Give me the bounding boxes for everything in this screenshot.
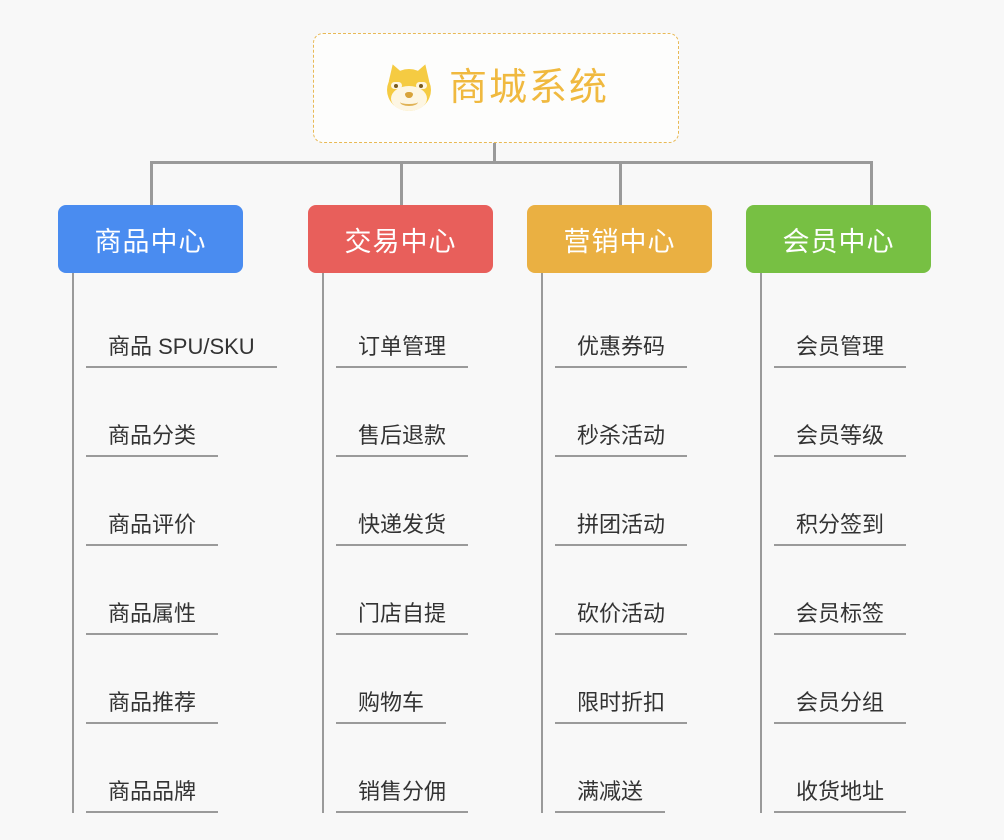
category-header-label: 交易中心 — [344, 226, 457, 257]
leaf-label: 砍价活动 — [555, 600, 688, 635]
root-title: 商城系统 — [448, 67, 609, 109]
leaf-label: 收货地址 — [774, 778, 907, 813]
category-header-member[interactable]: 会员中心 — [746, 205, 931, 273]
list-item[interactable]: 会员标签 — [762, 546, 966, 635]
connector-drop-3 — [619, 161, 622, 205]
leaf-label: 商品品牌 — [86, 778, 219, 813]
leaf-label: 限时折扣 — [555, 689, 688, 724]
category-header-label: 商品中心 — [94, 226, 207, 257]
list-item[interactable]: 秒杀活动 — [543, 368, 747, 457]
leaf-list-trade: 订单管理 售后退款 快递发货 门店自提 购物车 销售分佣 — [322, 273, 528, 813]
category-header-trade[interactable]: 交易中心 — [308, 205, 493, 273]
list-item[interactable]: 限时折扣 — [543, 635, 747, 724]
leaf-label: 秒杀活动 — [555, 422, 688, 457]
leaf-label: 订单管理 — [336, 333, 469, 368]
leaf-label: 会员等级 — [774, 422, 907, 457]
leaf-list-member: 会员管理 会员等级 积分签到 会员标签 会员分组 收货地址 — [760, 273, 966, 813]
leaf-label: 商品评价 — [86, 511, 219, 546]
leaf-label: 商品分类 — [86, 422, 219, 457]
list-item[interactable]: 商品属性 — [74, 546, 278, 635]
category-column-marketing: 营销中心 优惠券码 秒杀活动 拼团活动 砍价活动 限时折扣 满减送 — [527, 205, 747, 813]
list-item[interactable]: 售后退款 — [324, 368, 528, 457]
list-item[interactable]: 收货地址 — [762, 724, 966, 813]
category-header-product[interactable]: 商品中心 — [58, 205, 243, 273]
leaf-label: 商品 SPU/SKU — [86, 333, 277, 368]
category-column-product: 商品中心 商品 SPU/SKU 商品分类 商品评价 商品属性 商品推荐 商品品牌 — [58, 205, 278, 813]
connector-root-stem — [493, 143, 496, 163]
list-item[interactable]: 购物车 — [324, 635, 528, 724]
list-item[interactable]: 会员分组 — [762, 635, 966, 724]
list-item[interactable]: 销售分佣 — [324, 724, 528, 813]
list-item[interactable]: 快递发货 — [324, 457, 528, 546]
list-item[interactable]: 商品品牌 — [74, 724, 278, 813]
leaf-list-product: 商品 SPU/SKU 商品分类 商品评价 商品属性 商品推荐 商品品牌 — [72, 273, 278, 813]
list-item[interactable]: 订单管理 — [324, 279, 528, 368]
leaf-list-marketing: 优惠券码 秒杀活动 拼团活动 砍价活动 限时折扣 满减送 — [541, 273, 747, 813]
list-item[interactable]: 满减送 — [543, 724, 747, 813]
leaf-label: 会员管理 — [774, 333, 907, 368]
leaf-label: 门店自提 — [336, 600, 469, 635]
list-item[interactable]: 商品分类 — [74, 368, 278, 457]
root-node[interactable]: 商城系统 — [313, 33, 679, 143]
leaf-label: 拼团活动 — [555, 511, 688, 546]
connector-drop-1 — [150, 161, 153, 205]
leaf-label: 会员分组 — [774, 689, 907, 724]
connector-drop-2 — [400, 161, 403, 205]
leaf-label: 购物车 — [336, 689, 447, 724]
list-item[interactable]: 拼团活动 — [543, 457, 747, 546]
category-header-marketing[interactable]: 营销中心 — [527, 205, 712, 273]
leaf-label: 会员标签 — [774, 600, 907, 635]
leaf-label: 售后退款 — [336, 422, 469, 457]
list-item[interactable]: 商品 SPU/SKU — [74, 279, 278, 368]
category-column-trade: 交易中心 订单管理 售后退款 快递发货 门店自提 购物车 销售分佣 — [308, 205, 528, 813]
leaf-label: 快递发货 — [336, 511, 469, 546]
category-header-label: 会员中心 — [782, 226, 895, 257]
leaf-label: 销售分佣 — [336, 778, 469, 813]
leaf-label: 商品推荐 — [86, 689, 219, 724]
connector-drop-4 — [870, 161, 873, 205]
list-item[interactable]: 商品推荐 — [74, 635, 278, 724]
leaf-label: 满减送 — [555, 778, 666, 813]
connector-horizontal-bus — [150, 161, 873, 164]
list-item[interactable]: 积分签到 — [762, 457, 966, 546]
leaf-label: 积分签到 — [774, 511, 907, 546]
list-item[interactable]: 会员等级 — [762, 368, 966, 457]
category-header-label: 营销中心 — [563, 226, 676, 257]
list-item[interactable]: 商品评价 — [74, 457, 278, 546]
list-item[interactable]: 会员管理 — [762, 279, 966, 368]
list-item[interactable]: 门店自提 — [324, 546, 528, 635]
leaf-label: 优惠券码 — [555, 333, 688, 368]
list-item[interactable]: 优惠券码 — [543, 279, 747, 368]
leaf-label: 商品属性 — [86, 600, 219, 635]
category-column-member: 会员中心 会员管理 会员等级 积分签到 会员标签 会员分组 收货地址 — [746, 205, 966, 813]
list-item[interactable]: 砍价活动 — [543, 546, 747, 635]
shiba-dog-icon — [383, 61, 435, 114]
